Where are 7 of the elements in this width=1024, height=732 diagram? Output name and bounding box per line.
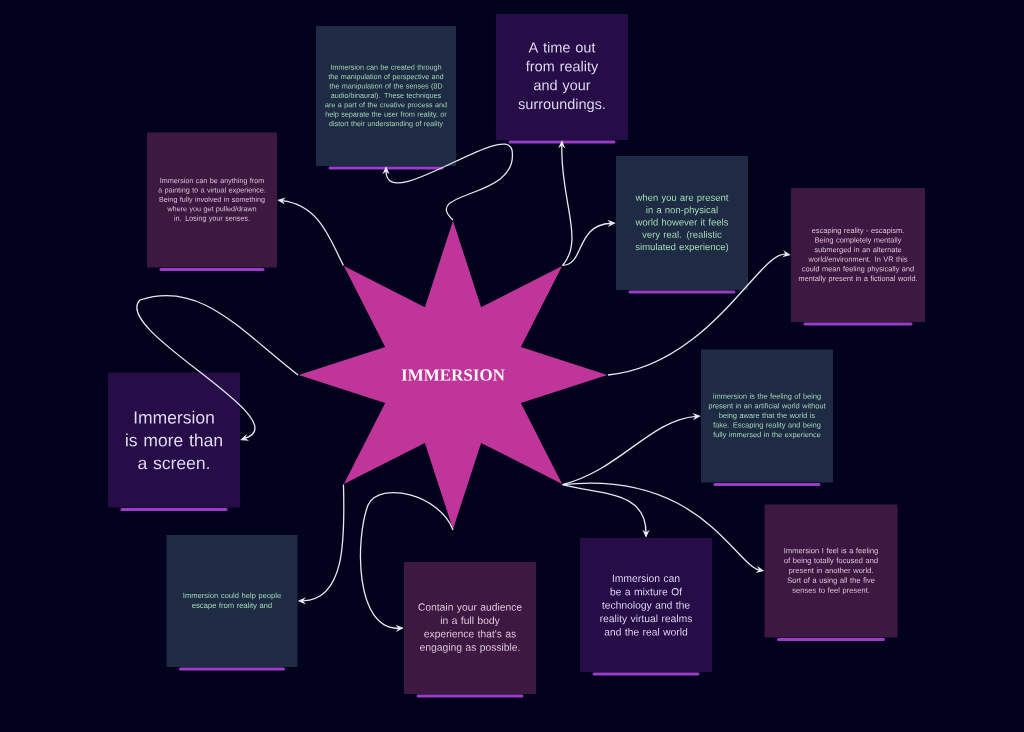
arrow [382, 143, 513, 221]
note-card: when you are present in a non-physical world however it feels very real. (realistic simulated experience) [616, 156, 748, 294]
note-card: Immersion is more than a screen. [108, 372, 240, 511]
arrow [136, 294, 299, 441]
note-card: Contain your audience in a full body experience that's as engaging as possible. [404, 562, 536, 698]
note-card: Immersion can be a mixture Of technology and the reality virtual realms and the real world [580, 538, 712, 676]
note-card: A time out from reality and your surroundings. [496, 14, 628, 144]
